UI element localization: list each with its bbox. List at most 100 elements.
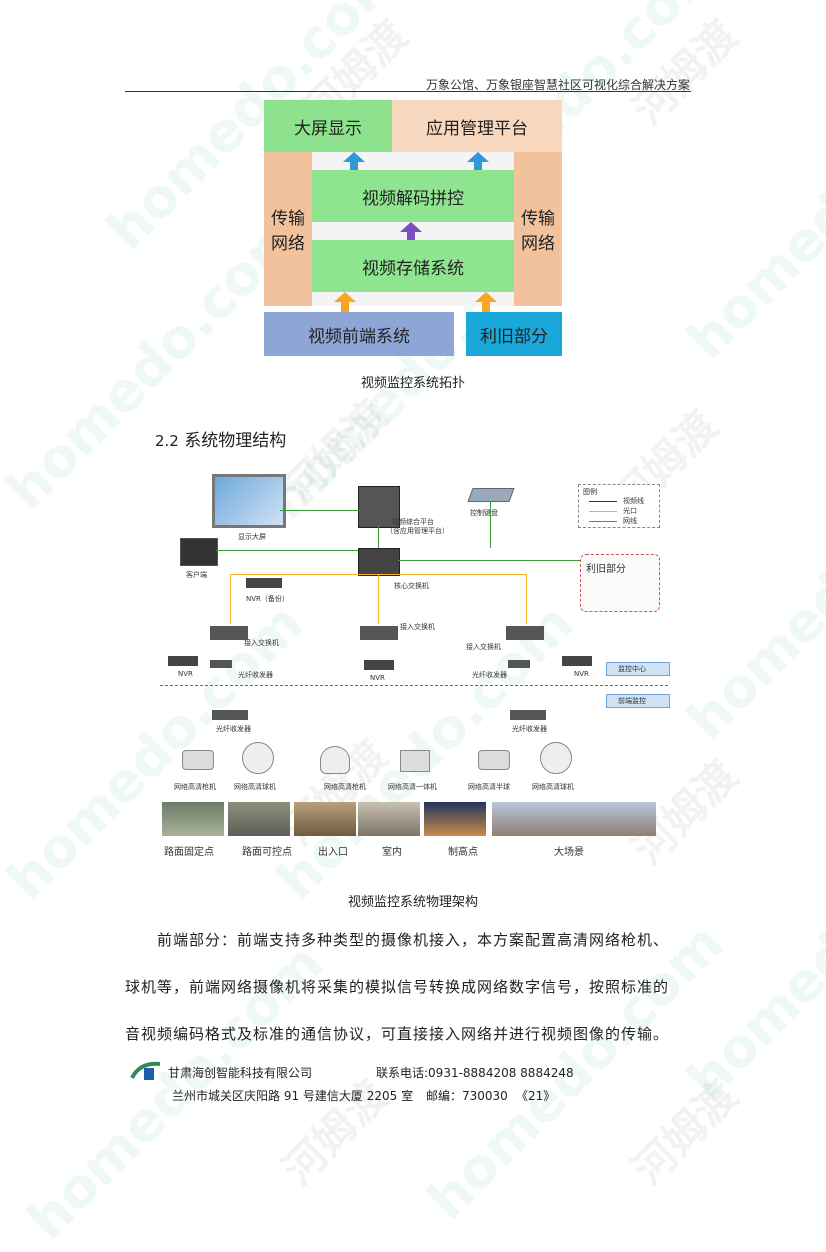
nvr-backup-label: NVR（备份）: [246, 595, 289, 603]
frontend-box: 视频前端系统: [264, 312, 454, 356]
nvr-left: [168, 656, 198, 666]
arrow-up-icon: [407, 232, 415, 240]
physical-diagram: 显示大屏 视频综合平台 （含应用管理平台） 控制键盘 图例 视频线 光口 网线 …: [160, 470, 670, 860]
arrow-up-icon: [343, 152, 365, 162]
arrow-up-icon: [482, 302, 490, 312]
transmission-right-line2: 网络: [521, 234, 555, 254]
footer-company: 甘肃海创智能科技有限公司: [168, 1066, 313, 1080]
transceiver-left: [210, 660, 232, 668]
paragraph-line: 音视频编码格式及标准的通信协议，可直接接入网络并进行视频图像的传输。: [125, 1025, 670, 1043]
transmission-left-line2: 网络: [271, 234, 305, 254]
watermark: homedo.com: [674, 51, 826, 372]
camera-label: 网络高清枪机: [324, 783, 366, 791]
monitor-center-label: 监控中心: [618, 665, 646, 673]
client-pc: [180, 538, 218, 566]
camera-device: [478, 750, 510, 770]
scene-label: 路面固定点: [164, 847, 214, 858]
client-label: 客户端: [186, 571, 207, 579]
camera-device: [242, 742, 274, 774]
access-switch-right-label: 接入交换机: [466, 643, 501, 651]
camera-device: [540, 742, 572, 774]
net-line: [378, 526, 379, 548]
front-transceiver-right-label: 光纤收发器: [512, 725, 547, 733]
front-monitor-label: 前端监控: [618, 697, 646, 705]
nvr-left-label: NVR: [178, 670, 193, 678]
transmission-left: 传输 网络: [264, 152, 312, 306]
transceiver-right: [508, 660, 530, 668]
scene-photo: [424, 802, 486, 836]
scene-photo: [228, 802, 290, 836]
camera-label: 网络高清半球: [468, 783, 510, 791]
fiber-line: [378, 574, 379, 624]
monitor-center-tag: [606, 662, 670, 676]
watermark: homedo.com: [674, 431, 826, 752]
watermark: 河姆渡: [623, 10, 748, 135]
physical-caption: 视频监控系统物理架构: [347, 895, 478, 910]
transceiver-left-label: 光纤收发器: [238, 671, 273, 679]
core-switch: [358, 548, 400, 576]
section-number: 2.2: [155, 432, 179, 450]
watermark: 河姆渡: [273, 1070, 398, 1195]
net-line: [280, 510, 360, 511]
paragraph-line: 球机等，前端网络摄像机将采集的模拟信号转换成网络数字信号，按照标准的: [125, 978, 670, 996]
scene-photo: [358, 802, 420, 836]
arrow-up-icon: [400, 222, 422, 232]
access-switch-mid: [360, 626, 398, 640]
topology-diagram: 大屏显示 应用管理平台 传输 网络 传输 网络 视频解码拼控 视频存储系统 视频…: [264, 100, 562, 356]
reuse-label: 利旧部分: [586, 564, 626, 575]
net-line: [398, 560, 580, 561]
fiber-line: [526, 574, 527, 624]
body-paragraph: 前端部分：前端支持多种类型的摄像机接入，本方案配置高清网络枪机、 球机等，前端网…: [125, 917, 715, 1058]
camera-label: 网络高清一体机: [388, 783, 437, 791]
big-screen-device: [212, 474, 286, 528]
front-transceiver-right: [510, 710, 546, 720]
camera-device: [320, 746, 350, 774]
big-screen-label: 显示大屏: [238, 533, 266, 541]
access-switch-left-label: 接入交换机: [244, 639, 279, 647]
legend-item-video: 视频线: [623, 497, 644, 505]
platform-label-1: 视频综合平台: [392, 518, 434, 526]
scene-photo: [294, 802, 356, 836]
legend-item-fiber: 光口: [623, 507, 637, 515]
app-platform-box: 应用管理平台: [392, 100, 562, 152]
transmission-right-line1: 传输: [521, 209, 555, 229]
footer-page-number: 《21》: [516, 1089, 556, 1103]
nvr-backup: [246, 578, 282, 588]
legend: 图例 视频线 光口 网线: [578, 484, 660, 528]
divider-dashed: [160, 685, 668, 686]
watermark: 河姆渡: [623, 1070, 748, 1195]
scene-label: 大场景: [554, 847, 584, 858]
platform-label-2: （含应用管理平台）: [386, 527, 449, 535]
legend-line-fiber: [589, 511, 617, 512]
legend-title: 图例: [583, 488, 597, 496]
scene-photo: [492, 802, 656, 836]
camera-label: 网络高清球机: [234, 783, 276, 791]
header-rule: [125, 91, 691, 92]
camera-label: 网络高清枪机: [174, 783, 216, 791]
reuse-box: 利旧部分: [466, 312, 562, 356]
nvr-right-label: NVR: [574, 670, 589, 678]
front-monitor-tag: [606, 694, 670, 708]
section-heading: 2.2 系统物理结构: [155, 426, 286, 451]
arrow-up-icon: [334, 292, 356, 302]
keyboard-label: 控制键盘: [470, 509, 498, 517]
nvr-mid: [364, 660, 394, 670]
core-switch-label: 核心交换机: [394, 582, 429, 590]
transmission-right: 传输 网络: [514, 152, 562, 306]
nvr-mid-label: NVR: [370, 674, 385, 682]
arrow-up-icon: [341, 302, 349, 312]
camera-device: [400, 750, 430, 772]
legend-line-net: [589, 521, 617, 522]
net-line: [490, 502, 491, 548]
access-switch-right: [506, 626, 544, 640]
scene-label: 出入口: [318, 847, 348, 858]
section-title: 系统物理结构: [184, 431, 287, 451]
footer-phone: 联系电话:0931-8884208 8884248: [376, 1066, 574, 1080]
paragraph-line: 前端部分：前端支持多种类型的摄像机接入，本方案配置高清网络枪机、: [157, 931, 670, 949]
access-switch-mid-label: 接入交换机: [400, 623, 435, 631]
transmission-left-line1: 传输: [271, 209, 305, 229]
front-transceiver-left-label: 光纤收发器: [216, 725, 251, 733]
platform-server: [358, 486, 400, 528]
arrow-up-icon: [350, 162, 358, 170]
transceiver-right-label: 光纤收发器: [472, 671, 507, 679]
